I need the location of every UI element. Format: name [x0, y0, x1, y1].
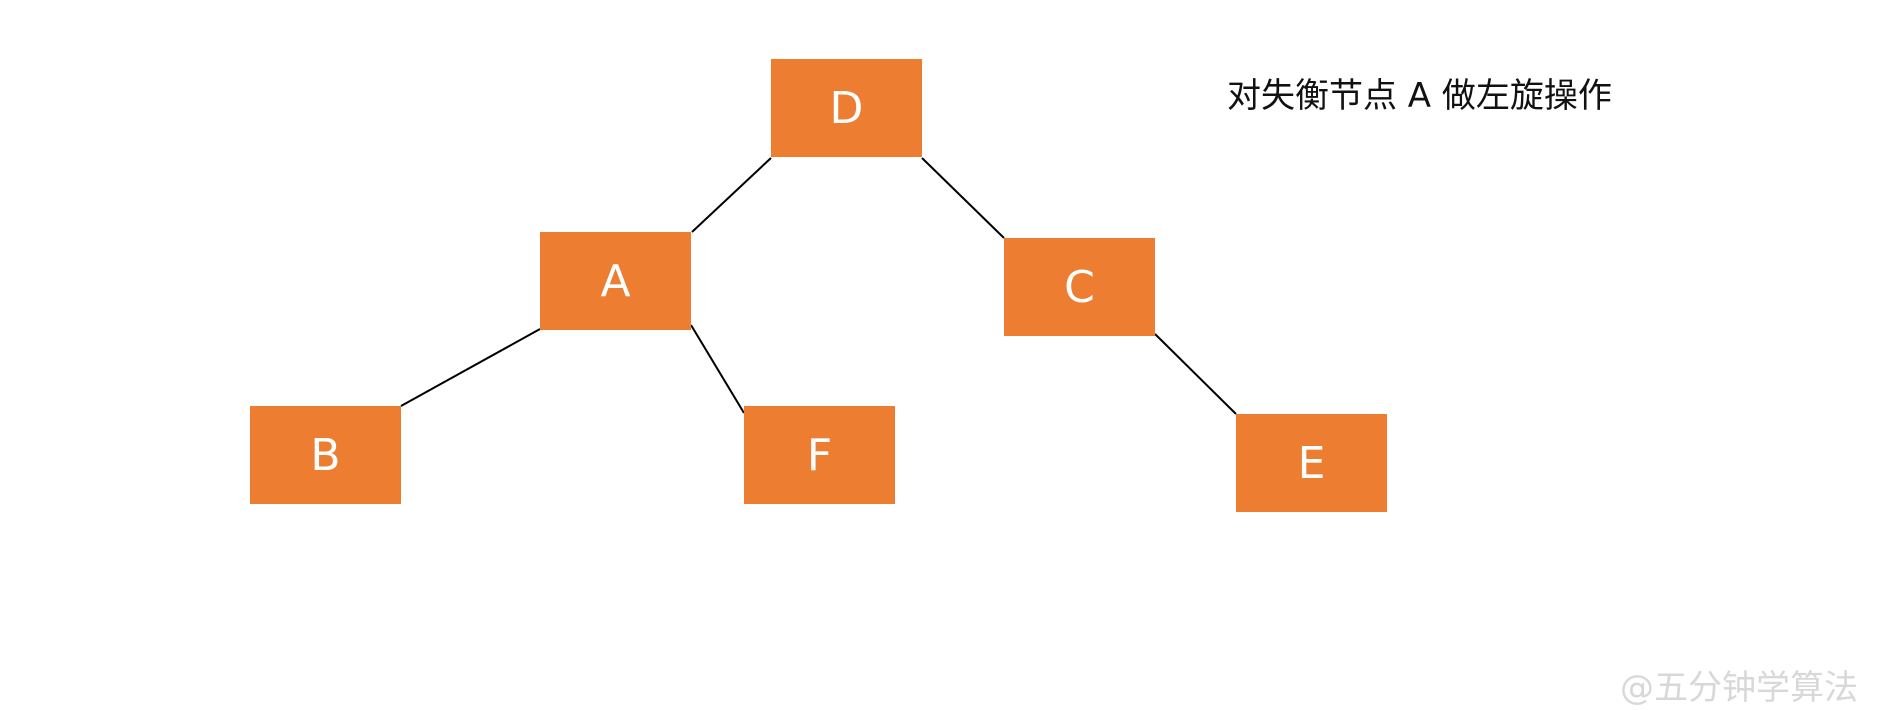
node-d-label: D: [829, 82, 864, 134]
node-d: D: [771, 59, 922, 157]
node-b: B: [250, 406, 401, 504]
node-a: A: [540, 232, 691, 330]
edge-d-c: [921, 157, 1005, 239]
node-c-label: C: [1064, 261, 1095, 313]
node-e: E: [1236, 414, 1387, 512]
node-b-label: B: [310, 429, 341, 481]
diagram-caption: 对失衡节点 A 做左旋操作: [1227, 76, 1612, 116]
node-c: C: [1004, 238, 1155, 336]
watermark-text: @五分钟学算法: [1620, 668, 1858, 708]
edge-c-e: [1154, 333, 1237, 415]
node-f: F: [744, 406, 895, 504]
node-e-label: E: [1297, 437, 1326, 489]
edge-a-b: [400, 328, 541, 407]
edge-d-a: [691, 157, 772, 233]
node-a-label: A: [600, 255, 631, 307]
node-f-label: F: [806, 429, 833, 481]
edge-a-f: [690, 324, 745, 414]
